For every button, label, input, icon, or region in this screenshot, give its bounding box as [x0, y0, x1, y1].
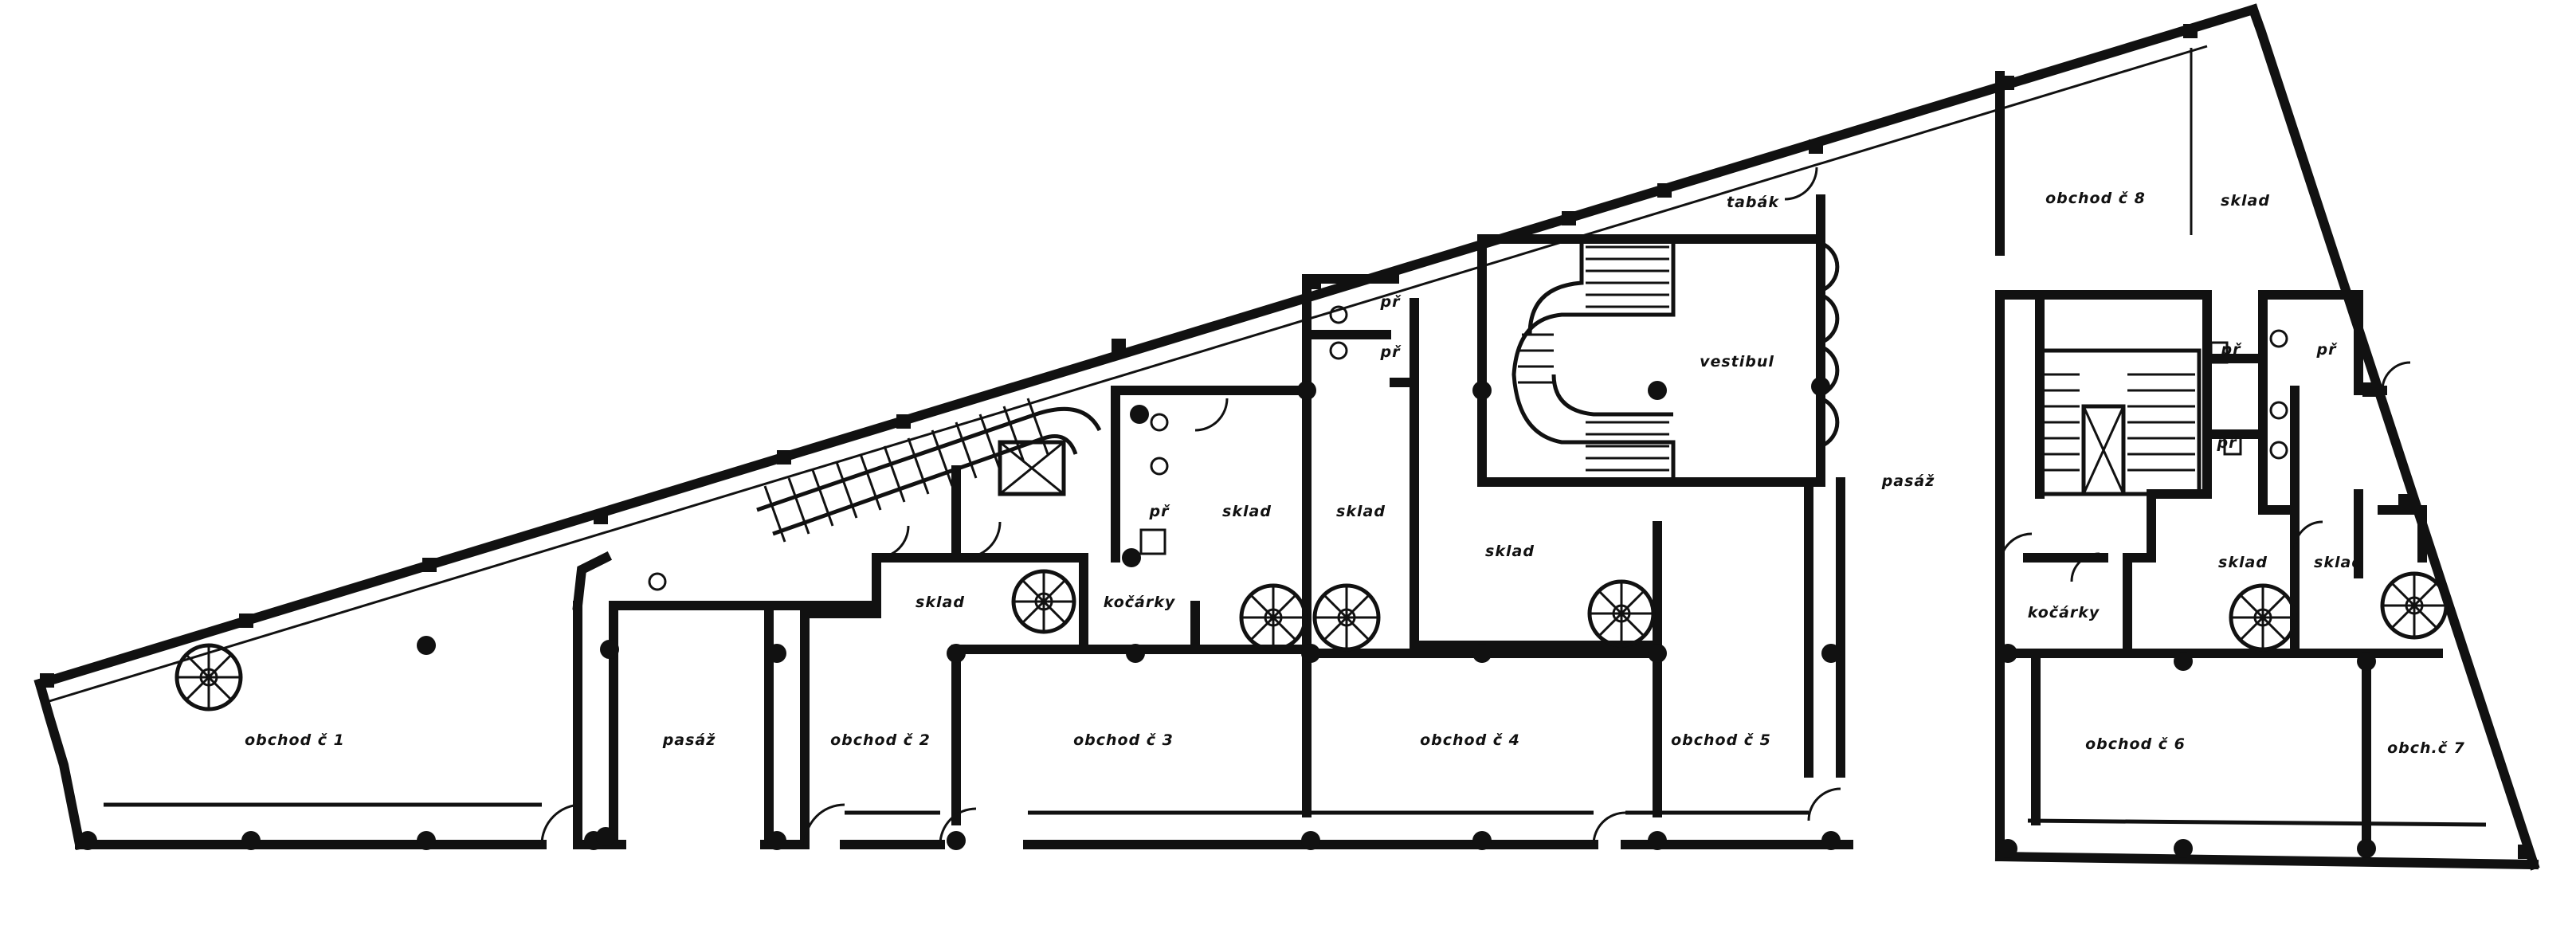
- label-sklad-d: sklad: [916, 594, 965, 611]
- door-swings: [540, 167, 2411, 845]
- columns: [78, 377, 2376, 858]
- label-sklad-c: sklad: [1485, 543, 1535, 560]
- right-building-outline: [1994, 3, 2540, 871]
- label-kocarky-left: kočárky: [1104, 594, 1176, 611]
- label-obchod-2: obchod č 2: [830, 731, 931, 749]
- label-obchod-4: obchod č 4: [1420, 731, 1520, 749]
- label-sklad-f: sklad: [2314, 554, 2363, 571]
- facade-pilasters: [40, 24, 2532, 859]
- label-obchod-7: obch.č 7: [2387, 739, 2465, 757]
- label-sklad-8: sklad: [2221, 192, 2270, 210]
- spiral-stair-6: [2229, 583, 2297, 652]
- fixtures: [648, 305, 2288, 591]
- spiral-stair-3: [1239, 583, 1308, 652]
- label-sklad-a: sklad: [1222, 503, 1272, 520]
- label-obchod-3: obchod č 3: [1073, 731, 1174, 749]
- spiral-stair-4: [1312, 583, 1381, 652]
- label-obchod-8: obchod č 8: [2045, 190, 2146, 207]
- label-pr-4: př: [2221, 341, 2243, 359]
- vestibul-stair: [1511, 239, 1840, 482]
- label-obchod-5: obchod č 5: [1671, 731, 1771, 749]
- label-pr-6: př: [2217, 434, 2239, 452]
- label-sklad-e: sklad: [2218, 554, 2268, 571]
- spiral-stairs: [174, 569, 2449, 712]
- label-pr-3: př: [1149, 503, 1171, 520]
- right-stair: [2037, 348, 2202, 496]
- spiral-stair-1: [174, 643, 243, 712]
- label-pasaz-right: pasáž: [1881, 472, 1935, 490]
- spiral-stair-5: [1587, 579, 1656, 648]
- label-pr-5: př: [2316, 341, 2339, 359]
- main-stair: [756, 398, 1102, 543]
- spiral-stair-7: [2380, 571, 2449, 640]
- label-tabak: tabák: [1727, 194, 1779, 211]
- label-pasaz-left: pasáž: [662, 731, 716, 749]
- label-sklad-b: sklad: [1336, 503, 1386, 520]
- label-obchod-1: obchod č 1: [245, 731, 345, 749]
- spiral-stair-2: [1011, 569, 1076, 634]
- left-building-outline: [33, 3, 2260, 851]
- label-pr-1: př: [1380, 293, 1402, 311]
- label-obchod-6: obchod č 6: [2085, 735, 2186, 753]
- label-vestibul: vestibul: [1700, 353, 1774, 370]
- label-kocarky-right: kočárky: [2028, 604, 2100, 621]
- room-labels: obchod č 1 pasáž obchod č 2 obchod č 3 o…: [245, 190, 2465, 757]
- label-pr-2: př: [1380, 343, 1402, 361]
